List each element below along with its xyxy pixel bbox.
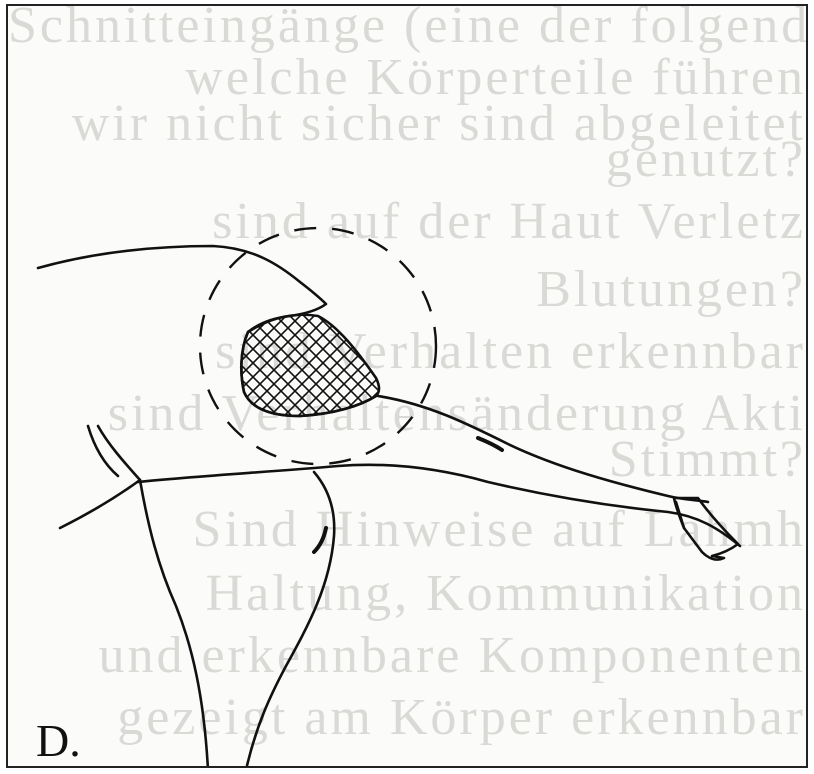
- panel-label: D.: [36, 718, 81, 764]
- far-leg-outline: [60, 426, 140, 528]
- horse-leg-drawing: [8, 6, 808, 768]
- upper-leg-back: [378, 396, 708, 502]
- hatched-region: [241, 315, 379, 416]
- upper-leg-front: [138, 465, 740, 546]
- figure-panel: Schnitteingänge (eine der folgenden Erei…: [6, 4, 808, 768]
- body-top-outline: [38, 246, 326, 316]
- hind-leg-mark: [314, 528, 326, 552]
- hind-leg-front: [246, 472, 334, 768]
- hind-leg-back: [140, 480, 208, 768]
